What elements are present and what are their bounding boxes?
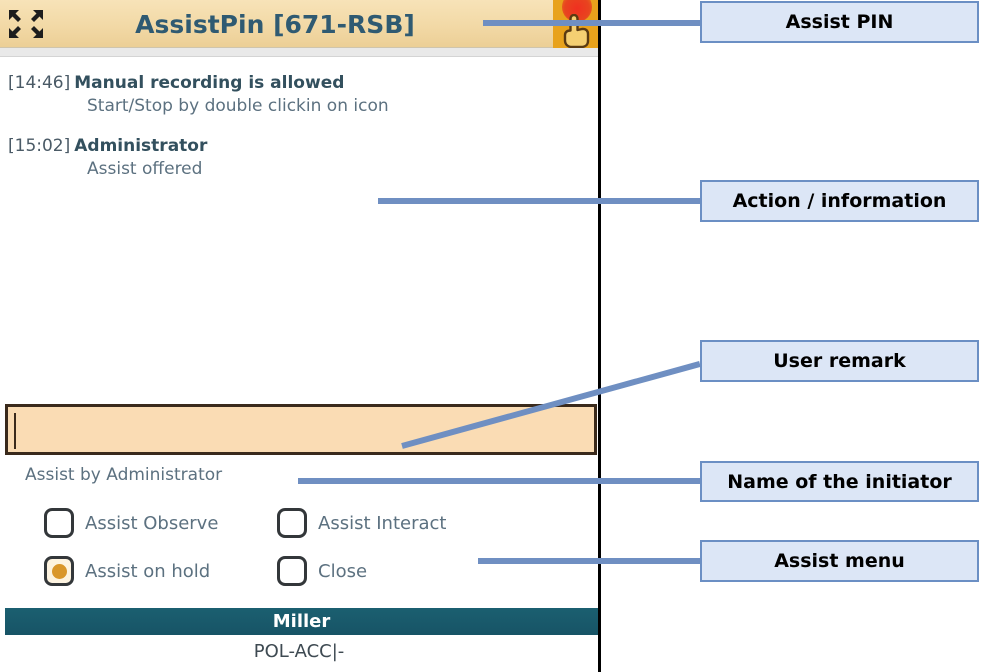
callout-label: User remark [773,350,906,372]
menu-item-assist-on-hold[interactable]: Assist on hold [44,556,210,586]
checkbox-assist-on-hold[interactable] [44,556,74,586]
menu-item-label: Close [318,560,368,582]
callout-assist-pin: Assist PIN [700,1,979,43]
callout-assist-menu: Assist menu [700,540,979,582]
checkbox-assist-observe[interactable] [44,508,74,538]
menu-item-close[interactable]: Close [277,556,367,586]
leader-line-action-information [378,198,703,204]
menu-item-label: Assist Observe [85,512,219,534]
log-title: Manual recording is allowed [74,73,345,93]
checkbox-close[interactable] [277,556,307,586]
text-caret [14,413,16,449]
log-detail: Assist offered [87,159,203,179]
leader-line-initiator [298,478,703,484]
callout-initiator: Name of the initiator [700,461,979,502]
selected-dot-icon [51,563,67,579]
callout-label: Name of the initiator [727,470,952,493]
assistpin-window: AssistPin [671-RSB] [14:46]Manual record… [0,0,601,672]
assist-menu: Assist Observe Assist Interact Assist on… [0,500,598,608]
menu-item-assist-observe[interactable]: Assist Observe [44,508,218,538]
log-title: Administrator [74,136,208,156]
log-item: [14:46]Manual recording is allowed Start… [8,72,588,118]
log-detail: Start/Stop by double clickin on icon [87,96,389,116]
log-timestamp: [14:46] [8,73,71,93]
menu-item-label: Assist on hold [85,560,211,582]
footer-user-name: Miller [5,608,598,635]
user-remark-input[interactable] [5,404,597,455]
record-dot-icon [562,0,592,22]
title-separator [0,48,598,57]
menu-item-label: Assist Interact [318,512,447,534]
initiator-name: Assist by Administrator [25,465,223,485]
checkbox-assist-interact[interactable] [277,508,307,538]
callout-label: Assist PIN [785,11,894,33]
callout-user-remark: User remark [700,340,979,382]
log-timestamp: [15:02] [8,136,71,156]
action-information-log: [14:46]Manual recording is allowed Start… [0,58,598,400]
footer-subtitle: POL-ACC|- [253,641,345,662]
collapse-arrows-icon[interactable] [8,8,44,40]
leader-line-assist-menu [478,558,703,564]
leader-line-assist-pin [483,20,703,26]
callout-label: Assist menu [774,550,905,572]
callout-label: Action / information [732,190,947,212]
menu-item-assist-interact[interactable]: Assist Interact [277,508,446,538]
page-title: AssistPin [671-RSB] [135,10,415,39]
log-item: [15:02]Administrator Assist offered [8,135,588,181]
callout-action-information: Action / information [700,180,979,222]
